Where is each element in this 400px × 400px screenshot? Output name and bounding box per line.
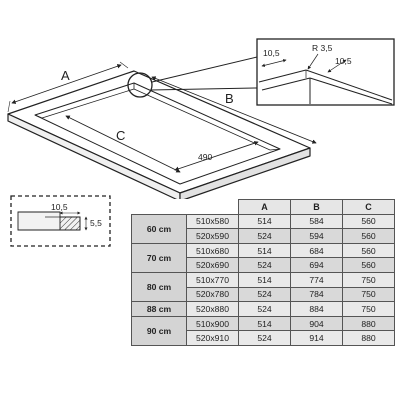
table-row: 80 cm 510x770 514 774 750 <box>131 271 395 303</box>
value-b-cell: 784 <box>290 286 343 303</box>
value-b-cell: 884 <box>290 301 343 317</box>
profile-detail: 10,5 5,5 <box>10 195 111 247</box>
table-row: 60 cm 510x580 514 584 560 <box>131 213 395 244</box>
table-header-b: B <box>290 199 343 215</box>
corner-radius-label: R 3,5 <box>312 43 333 53</box>
dimension-c: C <box>65 115 181 173</box>
value-a-cell: 514 <box>238 271 291 288</box>
detail-magnifier <box>127 56 258 98</box>
profile-width-label: 10,5 <box>51 202 68 212</box>
value-c-cell: 750 <box>342 301 395 317</box>
table-header-blank <box>131 199 239 215</box>
value-c-cell: 880 <box>342 315 395 332</box>
label-b: B <box>225 91 234 106</box>
size-cell: 88 cm <box>131 301 187 317</box>
value-b-cell: 914 <box>290 330 343 346</box>
label-a: A <box>61 68 70 83</box>
value-c-cell: 560 <box>342 213 395 230</box>
value-c-cell: 560 <box>342 257 395 273</box>
label-inner-length: 490 <box>198 152 212 162</box>
table-row: 520x910 524 914 880 <box>132 330 395 346</box>
value-a-cell: 524 <box>238 301 291 317</box>
value-a-cell: 524 <box>238 330 291 346</box>
model-cell: 510x680 <box>186 242 239 259</box>
value-c-cell: 750 <box>342 271 395 288</box>
label-c: C <box>116 128 125 143</box>
corner-width-label: 10,5 <box>263 48 280 58</box>
model-cell: 510x900 <box>186 315 239 332</box>
model-cell: 510x770 <box>186 271 239 288</box>
corner-depth-label: 10,5 <box>335 56 352 66</box>
value-a-cell: 524 <box>238 228 291 244</box>
size-cell: 60 cm <box>131 213 187 244</box>
model-cell: 520x910 <box>186 330 239 346</box>
size-cell: 70 cm <box>131 242 187 273</box>
table-header-c: C <box>342 199 395 215</box>
model-cell: 520x590 <box>186 228 239 244</box>
size-cell: 80 cm <box>131 271 187 303</box>
value-b-cell: 774 <box>290 271 343 288</box>
dimensions-table: A B C 60 cm 510x580 514 584 560 520x590 … <box>131 199 395 346</box>
value-b-cell: 594 <box>290 228 343 244</box>
value-c-cell: 880 <box>342 330 395 346</box>
table-row: 70 cm 510x680 514 684 560 <box>131 242 395 273</box>
value-a-cell: 524 <box>238 286 291 303</box>
value-a-cell: 514 <box>238 213 291 230</box>
dimension-inner-length: 490 <box>174 141 259 171</box>
table-row: 90 cm 510x900 514 904 880 <box>131 315 395 346</box>
model-cell: 510x580 <box>186 213 239 230</box>
value-a-cell: 514 <box>238 315 291 332</box>
profile-height-label: 5,5 <box>90 218 102 228</box>
model-cell: 520x880 <box>186 301 239 317</box>
dimension-b: B <box>151 76 317 144</box>
dimension-a: A <box>7 61 129 113</box>
model-cell: 520x690 <box>186 257 239 273</box>
table-header-row: A B C <box>131 199 395 215</box>
value-a-cell: 524 <box>238 257 291 273</box>
table-row: 520x780 524 784 750 <box>132 286 395 303</box>
value-b-cell: 694 <box>290 257 343 273</box>
value-a-cell: 514 <box>238 242 291 259</box>
value-c-cell: 560 <box>342 242 395 259</box>
value-b-cell: 684 <box>290 242 343 259</box>
size-cell: 90 cm <box>131 315 187 346</box>
value-c-cell: 750 <box>342 286 395 303</box>
table-row: 88 cm 520x880 524 884 750 <box>131 301 395 317</box>
corner-detail: 10,5 R 3,5 10,5 <box>256 38 395 106</box>
model-cell: 520x780 <box>186 286 239 303</box>
table-row: 520x690 524 694 560 <box>132 257 395 273</box>
table-header-a: A <box>238 199 291 215</box>
value-b-cell: 584 <box>290 213 343 230</box>
value-c-cell: 560 <box>342 228 395 244</box>
value-b-cell: 904 <box>290 315 343 332</box>
